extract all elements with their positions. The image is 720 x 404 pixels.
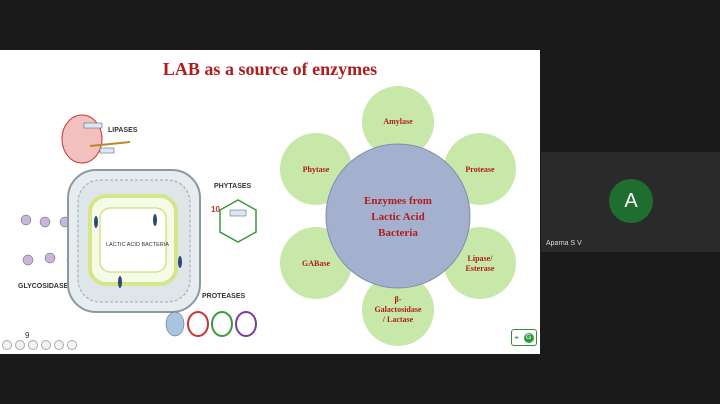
svg-text:Lactic Acid: Lactic Acid (371, 211, 424, 223)
participant-name: Aparna S V (546, 240, 582, 247)
phytases-label: PHYTASES (214, 183, 252, 190)
more-icon[interactable] (67, 340, 77, 350)
glycosidases-label: GLYCOSIDASES (18, 283, 73, 290)
slide-number: 9 (25, 331, 30, 340)
zoom-icon[interactable] (41, 340, 51, 350)
avatar: A (609, 179, 653, 223)
peptide-rings (187, 311, 257, 337)
lipase-circle (61, 114, 103, 164)
center-circle: Enzymes from Lactic Acid Bacteria (325, 143, 471, 289)
protease-blob (165, 311, 185, 337)
cell-label: LACTIC ACID BACTERIA (106, 242, 169, 248)
svg-text:β-: β- (395, 295, 402, 304)
prev-icon[interactable] (2, 340, 12, 350)
svg-text:Amylase: Amylase (383, 117, 413, 126)
enzyme-diagram: Amylase Protease Lipase/ Esterase β- Gal… (280, 86, 516, 346)
svg-text:Esterase: Esterase (466, 264, 495, 273)
location-pin-icon: ⌖ (514, 332, 519, 342)
slide-toolbar (2, 340, 77, 350)
logo-icon: G (523, 332, 534, 343)
lipases-label: LIPASES (108, 127, 138, 134)
proteases-label: PROTEASES (202, 293, 246, 300)
svg-text:Enzymes from: Enzymes from (364, 195, 432, 207)
svg-text:GABase: GABase (302, 259, 330, 268)
bacteria-diagram: LIPASES GLYCOSIDASES LACTIC ACID BACTERI… (18, 114, 257, 337)
svg-text:Bacteria: Bacteria (378, 227, 418, 239)
svg-text:/ Lactase: / Lactase (382, 315, 414, 324)
grid-icon[interactable] (54, 340, 64, 350)
svg-text:Galactosidase: Galactosidase (374, 305, 422, 314)
phytate-molecule (219, 199, 257, 243)
next-icon[interactable] (15, 340, 25, 350)
slide-title: LAB as a source of enzymes (162, 59, 378, 79)
svg-text:Phytase: Phytase (303, 165, 330, 174)
pen-icon[interactable] (28, 340, 38, 350)
petal-amylase: Amylase (362, 86, 434, 158)
svg-text:Protease: Protease (465, 165, 495, 174)
petal-beta-galactosidase: β- Galactosidase / Lactase (362, 274, 434, 346)
presentation-slide: LAB as a source of enzymes LIPASES GLYCO… (0, 50, 540, 354)
svg-text:10: 10 (211, 205, 220, 214)
corner-logo: ⌖ G (511, 329, 537, 346)
svg-text:Lipase/: Lipase/ (468, 254, 494, 263)
